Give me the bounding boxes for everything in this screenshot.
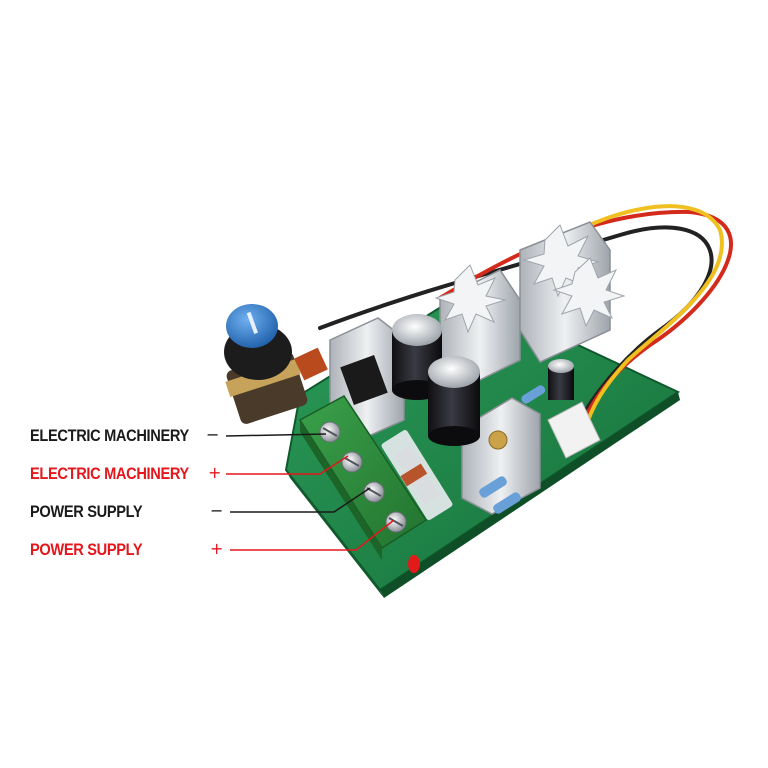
heatsink-front [461,397,541,515]
terminal-screw-4 [385,511,407,533]
potentiometer [224,304,328,424]
resistors [479,385,546,514]
heatsink-right [519,221,626,363]
capacitor-small [548,359,574,400]
terminal-screw-2 [341,451,363,473]
leader-line-3 [230,487,371,513]
terminal-screw-3 [363,481,385,503]
label-power-supply-minus: POWER SUPPLY [30,502,143,521]
callout-lines [225,433,395,551]
fuse [381,430,453,520]
label-electric-machinery-plus: ELECTRIC MACHINERY [30,464,189,483]
sign-power-supply-plus: + [210,539,224,558]
capacitor-large-2 [428,356,480,446]
label-power-supply-plus: POWER SUPPLY [30,540,143,559]
led [408,555,420,573]
leader-line-1 [225,433,327,437]
sign-electric-machinery-plus: + [208,463,222,482]
sign-electric-machinery-minus: − [206,425,220,444]
sign-power-supply-minus: − [210,501,224,520]
leader-line-2 [226,455,349,475]
signal-connector [547,401,601,459]
terminal-screw-1 [319,421,341,443]
leader-line-4 [230,519,395,551]
label-electric-machinery-minus: ELECTRIC MACHINERY [30,426,189,445]
